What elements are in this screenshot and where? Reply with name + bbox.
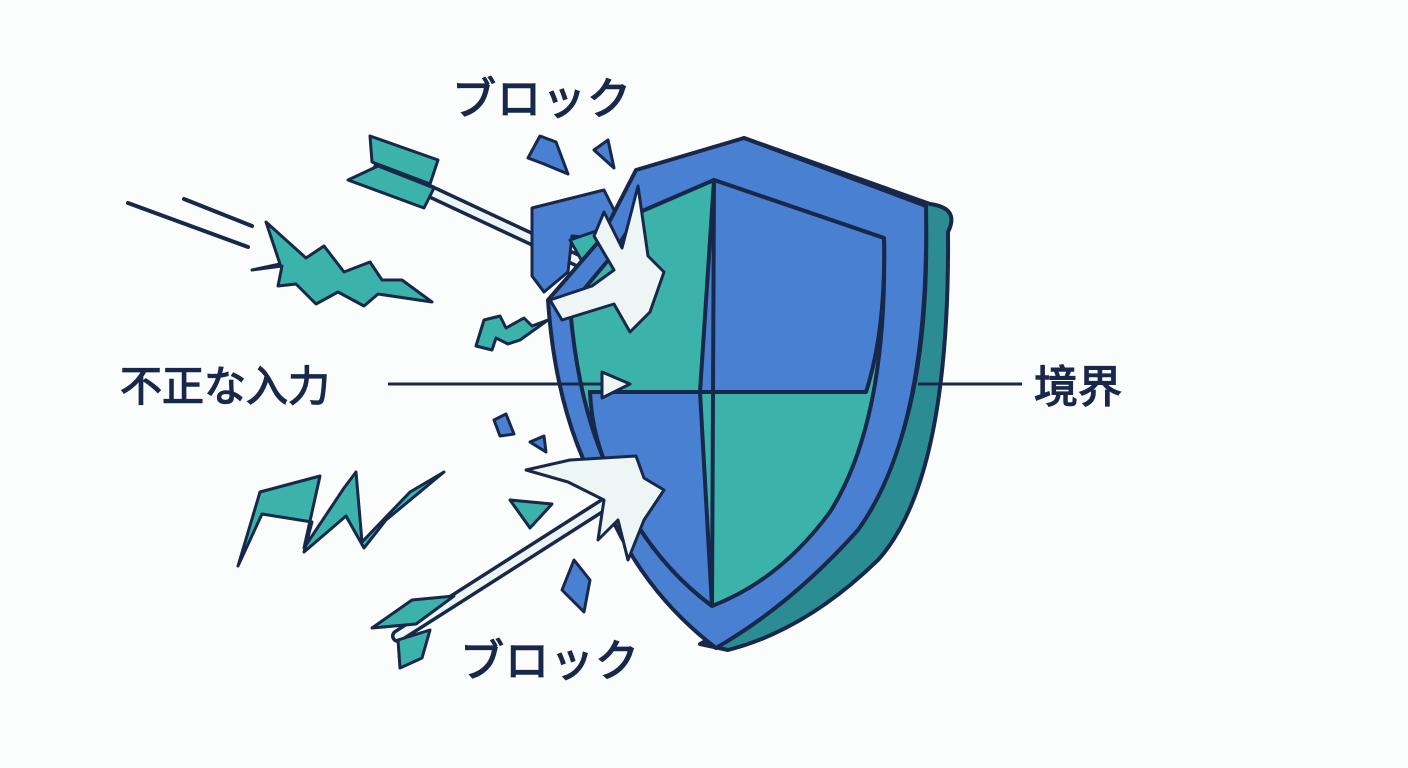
lightning-icon [250, 220, 434, 308]
invalid-input-label: 不正な入力 [120, 362, 331, 411]
motion-lines [126, 197, 254, 249]
impact-burst-icon [524, 454, 666, 562]
boundary-label: 境界 [1034, 362, 1122, 413]
lightning-icon [474, 314, 550, 352]
lightning-icon [236, 470, 446, 568]
blocked-label-bottom: ブロック [460, 636, 640, 687]
arrow-icon [370, 481, 637, 670]
invalid-input-connector [388, 370, 632, 400]
blocked-label-top: ブロック [452, 74, 632, 125]
shard-icon [492, 134, 618, 614]
impact-burst-icon [548, 184, 666, 334]
